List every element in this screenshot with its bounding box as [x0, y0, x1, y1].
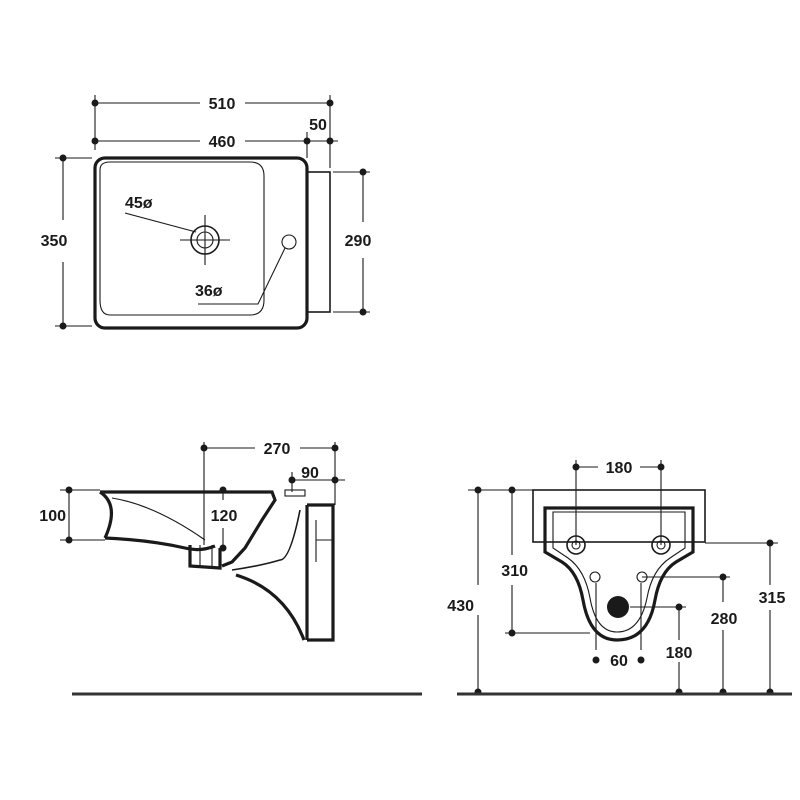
dim-outlet-spacing: 60 — [610, 653, 628, 670]
dim-bolt-spacing: 180 — [606, 460, 633, 477]
dim-outlet-height: 180 — [666, 645, 693, 662]
dim-bolt-height: 310 — [501, 563, 528, 580]
back-wall-top — [306, 171, 331, 313]
dim-basin-width: 460 — [209, 134, 236, 151]
basin-outline-front — [543, 506, 695, 642]
dim-back-height: 290 — [345, 233, 372, 250]
dim-depth: 350 — [41, 233, 68, 250]
dim-rim-height-front: 430 — [447, 598, 474, 615]
drain-side — [188, 545, 222, 570]
dim-back-thickness: 90 — [301, 465, 319, 482]
dim-overall-width: 510 — [209, 96, 236, 113]
dim-rim-height-side: 100 — [39, 508, 66, 525]
basin-section-side — [100, 490, 277, 568]
dim-drain-offset: 120 — [211, 508, 238, 525]
basin-outline-top — [93, 156, 309, 330]
back-plate-front — [532, 489, 706, 543]
side-view: 270 90 100 120 — [39, 441, 422, 696]
top-view: 45ø 36ø 510 460 50 350 290 — [41, 95, 372, 330]
dim-rim-offset: 50 — [309, 117, 327, 134]
support-curve — [235, 573, 306, 641]
back-wall-side — [307, 503, 335, 642]
drain-outlet — [607, 596, 629, 618]
outlet-hole-left — [589, 571, 601, 583]
overflow-label: 36ø — [195, 283, 223, 300]
basin-bowl-top — [99, 161, 265, 316]
tap-hole-label: 45ø — [125, 195, 153, 212]
overflow-hole — [281, 234, 297, 250]
dim-projection: 270 — [264, 441, 291, 458]
front-view: 180 430 310 315 280 180 — [447, 460, 792, 696]
dim-mid-height: 280 — [711, 611, 738, 628]
dim-back-top-height: 315 — [759, 590, 786, 607]
